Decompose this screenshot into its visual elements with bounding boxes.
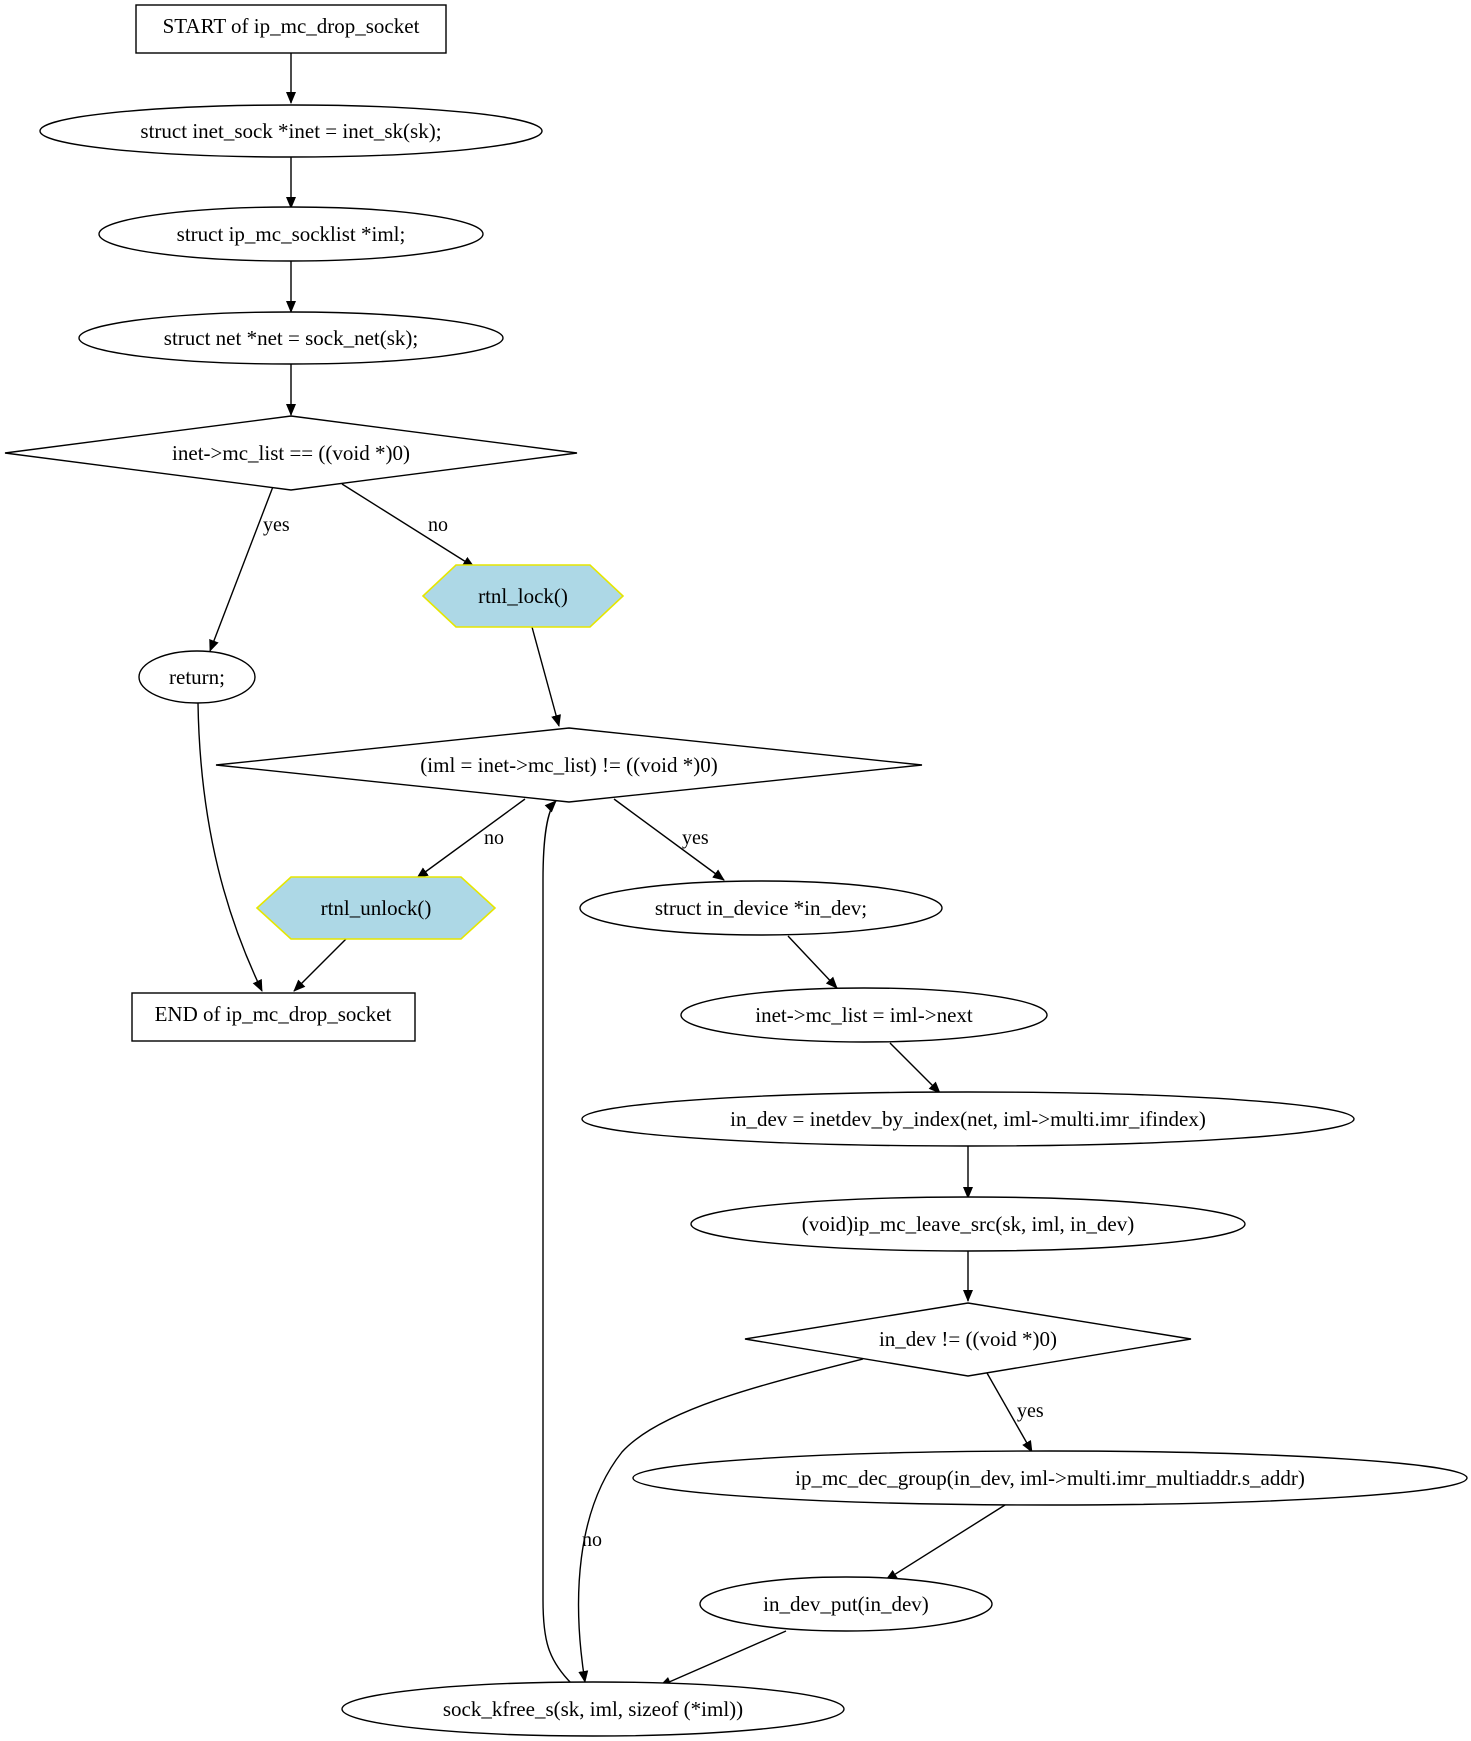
node-decl-inet: struct inet_sock *inet = inet_sk(sk); [39, 104, 543, 158]
nodes: START of ip_mc_drop_socket struct inet_s… [4, 4, 1468, 1737]
node-decl-inet-label: struct inet_sock *inet = inet_sk(sk); [140, 119, 441, 143]
edge-cond-list-no [341, 483, 475, 568]
edges [197, 53, 1033, 1687]
edge-loop-yes [613, 798, 725, 881]
edge-cond-in-dev-yes [986, 1372, 1033, 1453]
edge-cond-in-dev-no [577, 1358, 864, 1683]
node-rtnl-unlock-label: rtnl_unlock() [321, 896, 432, 920]
edge-assign-next-to-assign-in-dev [889, 1042, 941, 1094]
node-assign-next: inet->mc_list = iml->next [680, 987, 1048, 1043]
node-assign-in-dev-label: in_dev = inetdev_by_index(net, iml->mult… [730, 1107, 1206, 1131]
edge-cond-list-yes [209, 483, 275, 652]
edge-label-in-dev-yes: yes [1017, 1400, 1044, 1422]
node-return: return; [138, 650, 256, 704]
node-dev-put: in_dev_put(in_dev) [699, 1576, 993, 1632]
edge-label-loop-no: no [484, 827, 504, 849]
node-decl-in-dev-label: struct in_device *in_dev; [655, 896, 867, 920]
node-end-label: END of ip_mc_drop_socket [155, 1002, 392, 1026]
node-kfree-label: sock_kfree_s(sk, iml, sizeof (*iml)) [443, 1697, 743, 1721]
node-start-label: START of ip_mc_drop_socket [163, 14, 420, 38]
node-decl-in-dev: struct in_device *in_dev; [579, 880, 943, 936]
node-leave-src-label: (void)ip_mc_leave_src(sk, iml, in_dev) [802, 1212, 1134, 1236]
node-rtnl-unlock: rtnl_unlock() [255, 876, 497, 940]
node-decl-net-label: struct net *net = sock_net(sk); [164, 326, 418, 350]
edge-dec-group-to-dev-put [885, 1504, 1006, 1581]
node-end: END of ip_mc_drop_socket [131, 992, 416, 1042]
edge-labels: yes no no yes yes no [263, 514, 1044, 1551]
node-decl-net: struct net *net = sock_net(sk); [78, 311, 504, 365]
node-return-label: return; [169, 665, 225, 689]
edge-label-list-null-no: no [428, 514, 448, 536]
node-assign-in-dev: in_dev = inetdev_by_index(net, iml->mult… [581, 1091, 1355, 1147]
node-start: START of ip_mc_drop_socket [135, 4, 447, 54]
node-cond-in-dev: in_dev != ((void *)0) [744, 1302, 1192, 1377]
node-dev-put-label: in_dev_put(in_dev) [763, 1592, 929, 1616]
edge-return-to-end [197, 702, 263, 992]
node-rtnl-lock-label: rtnl_lock() [478, 584, 568, 608]
node-cond-loop-label: (iml = inet->mc_list) != ((void *)0) [420, 753, 717, 777]
edge-loop-no [416, 798, 526, 879]
node-cond-in-dev-label: in_dev != ((void *)0) [879, 1327, 1057, 1351]
node-leave-src: (void)ip_mc_leave_src(sk, iml, in_dev) [690, 1196, 1246, 1252]
edge-decl-in-dev-to-assign-next [787, 935, 838, 989]
edge-rtnl-lock-to-loop [531, 626, 561, 727]
node-decl-iml: struct ip_mc_socklist *iml; [98, 206, 484, 262]
node-dec-group-label: ip_mc_dec_group(in_dev, iml->multi.imr_m… [795, 1466, 1305, 1490]
edge-rtnl-unlock-to-end [293, 938, 347, 992]
node-cond-loop: (iml = inet->mc_list) != ((void *)0) [215, 727, 923, 803]
edge-dev-put-to-kfree [659, 1630, 787, 1687]
edge-label-list-null-yes: yes [263, 514, 290, 536]
node-rtnl-lock: rtnl_lock() [421, 564, 625, 628]
node-kfree: sock_kfree_s(sk, iml, sizeof (*iml)) [341, 1681, 845, 1737]
node-decl-iml-label: struct ip_mc_socklist *iml; [177, 222, 406, 246]
node-assign-next-label: inet->mc_list = iml->next [755, 1003, 973, 1027]
node-dec-group: ip_mc_dec_group(in_dev, iml->multi.imr_m… [632, 1450, 1468, 1506]
node-cond-list-null-label: inet->mc_list == ((void *)0) [172, 441, 410, 465]
edge-label-loop-yes: yes [682, 827, 709, 849]
edge-label-in-dev-no: no [582, 1529, 602, 1551]
node-cond-list-null: inet->mc_list == ((void *)0) [4, 415, 578, 491]
edge-kfree-loop-back [542, 800, 573, 1685]
